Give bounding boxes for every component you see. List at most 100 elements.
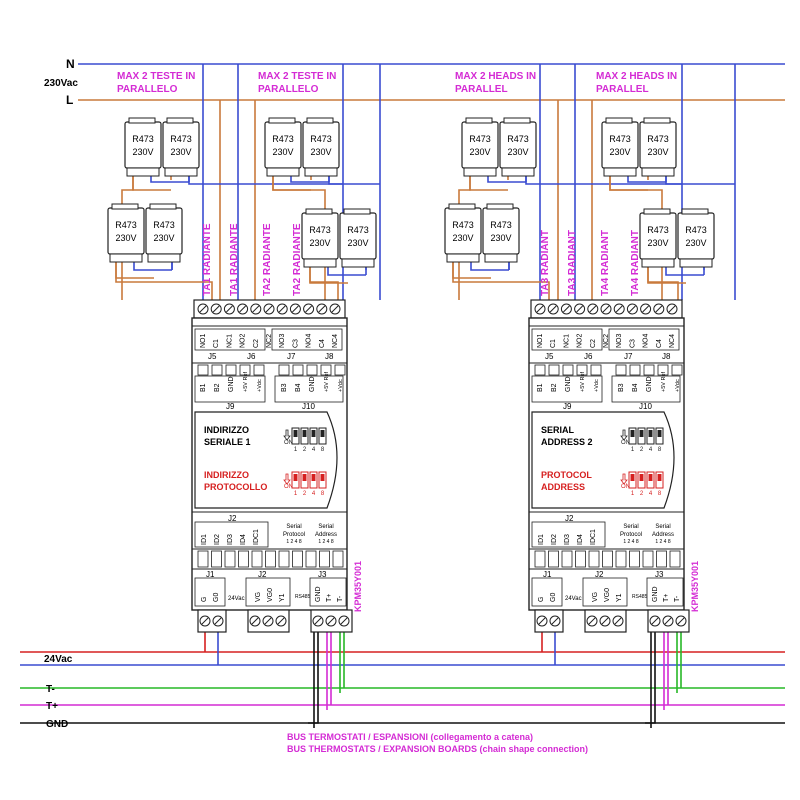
actuator-brown-lead [647,267,686,284]
io-terminal-label: GND [646,376,653,392]
address-label-line2: SERIALE 1 [204,437,251,447]
mid-terminal-slot [669,550,681,568]
actuator-model-text: R473 [170,134,192,144]
screw-slot [615,305,623,313]
actuator-body [677,212,715,260]
relay-terminal-label: NC1 [226,334,233,348]
relay-terminal-label: NO2 [577,334,584,349]
dip-switch-toggle [293,430,298,437]
j2-terminal-label: VG [592,592,599,602]
relay-connector-label: J5 [208,352,217,361]
dip-number-label: 8 [658,491,662,497]
mid-terminal-slot [615,550,627,568]
actuator-cap [643,117,671,124]
screw-slot [251,617,259,625]
actuator-cap [465,117,493,124]
screw-slot [265,305,273,313]
tminus-label: T- [46,684,55,695]
dip-number-label: 4 [649,447,653,453]
io-terminal-label: B2 [551,383,558,392]
screw-slot [651,617,659,625]
screw-slot [536,305,544,313]
bus-caption-english: BUS THERMOSTATS / EXPANSION BOARDS (chai… [287,744,588,754]
actuator-cap [605,117,633,124]
actuator-brown-lead [272,176,311,191]
dip-switch-toggle [657,474,662,481]
io-terminal-label: +Vdc [675,379,681,392]
io-terminal-slot [534,364,546,376]
actuator-blue-lead [150,176,189,183]
screw-slot [264,617,272,625]
screw-slot [314,617,322,625]
io-connector-label: J10 [302,402,315,411]
screw-slot [588,617,596,625]
actuator-voltage-text: 230V [647,238,668,248]
actuator-cap [305,208,333,215]
dip-switch-toggle [639,474,644,481]
screw-slot [252,305,260,313]
actuator-body [301,212,339,260]
screw-slot [551,617,559,625]
gnd-drop-wire [308,628,319,724]
actuator-body [162,121,200,169]
relay-terminal-label: C4 [319,339,326,348]
group-label-2-line1: MAX 2 TESTE IN [258,71,336,82]
actuator-base [109,253,143,263]
model-label: KPM35Y001 [690,561,700,612]
relay-connector-label: J6 [247,352,256,361]
module-24vac-label: 24Vac [228,596,245,602]
dip-number-label: 2 [303,491,307,497]
actuator-brown-lead [309,267,348,284]
actuator-cap [343,208,371,215]
address-label-line1: INDIRIZZO [204,425,249,435]
j2-terminal-label: VG0 [604,588,611,602]
actuator-blue-lead [487,176,526,183]
actuator-brown-lead [132,176,171,191]
actuator-body [444,207,482,255]
screw-slot [318,305,326,313]
relay-terminal-label: NO1 [537,334,544,349]
serial-protocol-label: Protocol [620,532,642,538]
actuator-model-text: R473 [609,134,631,144]
relay-connector-label: J7 [624,352,633,361]
dip-number-label: 2 [640,447,644,453]
dip-switch-toggle [311,474,316,481]
io-terminal-label: B1 [537,383,544,392]
io-terminal-slot [278,364,290,376]
serial-address-label: Serial [318,524,333,530]
relay-terminal-label: NC1 [563,334,570,348]
dip-number-label: 8 [321,447,325,453]
actuator-brown-lead [469,176,508,191]
io-terminal-slot [576,364,588,376]
dip-on-label: ON [621,484,630,490]
dip-switch-toggle [293,474,298,481]
actuator-base [304,167,338,177]
neutral-label: N [66,57,75,71]
input-terminal-label: ID2 [214,534,221,545]
mid-terminal-slot [629,550,640,568]
actuator-base [641,258,675,268]
serial-address-dips: 1 2 4 8 [655,539,671,545]
io-terminal-label: B4 [632,383,639,392]
j1-terminal-label: G0 [213,593,220,602]
io-terminal-label: +5V Ref [243,372,249,392]
io-group-frame [531,375,603,403]
input-terminal-label: ID1 [538,534,545,545]
relay-terminal-label: C1 [213,339,220,348]
address-label-line1: SERIAL [541,425,575,435]
group-label-4-line2: PARALLEL [596,84,649,95]
relay-group-frame [608,328,680,351]
io-terminal-label: +Vdc [338,379,344,392]
io-terminal-slot [643,364,655,376]
group-label-3-line2: PARALLEL [455,84,508,95]
relay-terminal-label: C2 [253,339,260,348]
actuator-voltage-text: 230V [685,238,706,248]
actuator-body [482,207,520,255]
relay-connector-label: J5 [545,352,554,361]
